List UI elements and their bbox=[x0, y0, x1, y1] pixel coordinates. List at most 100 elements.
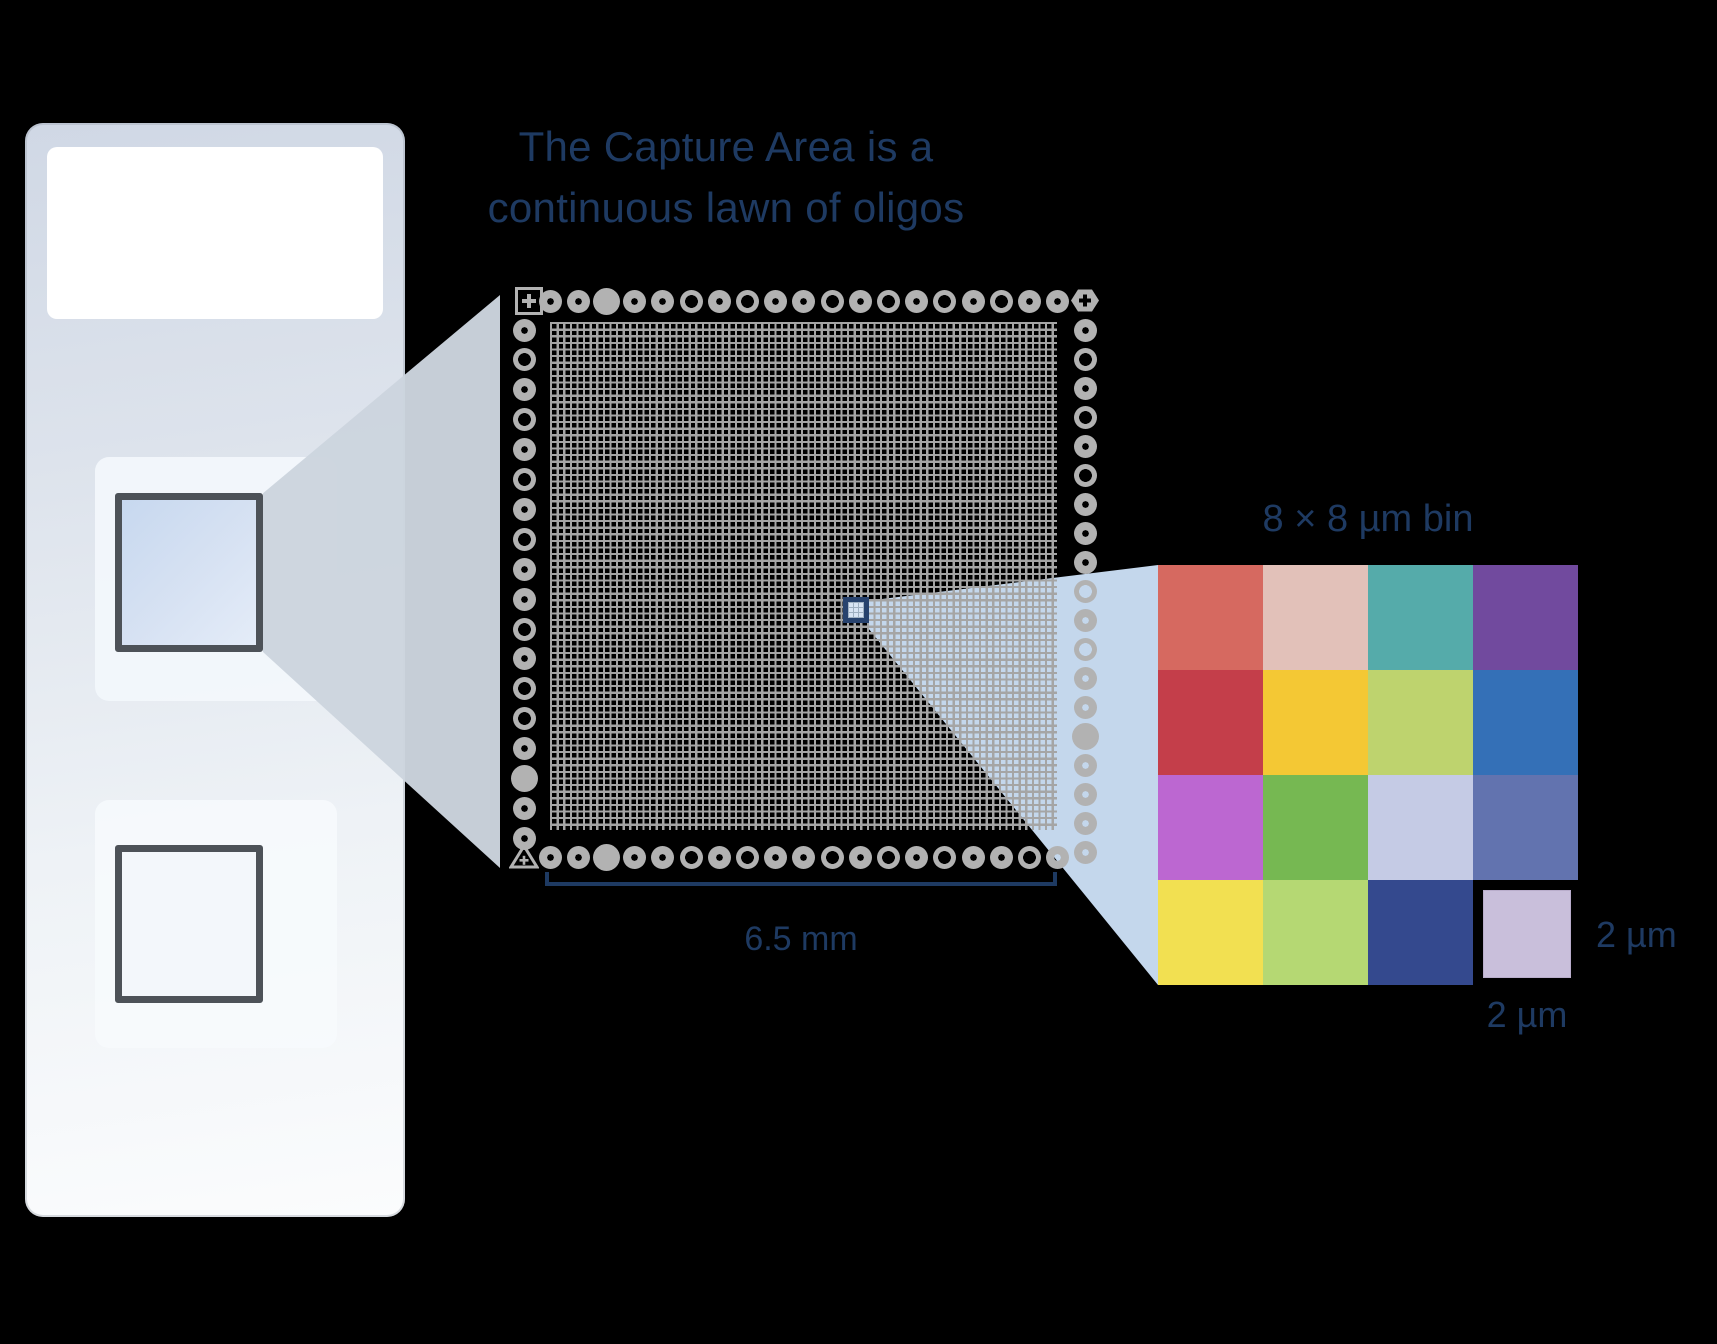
fiducial-dot-icon bbox=[707, 289, 731, 313]
fiducial-dot-icon bbox=[1073, 434, 1097, 458]
fiducial-dot-icon bbox=[1073, 840, 1097, 864]
title-line-1: The Capture Area is a bbox=[518, 123, 934, 170]
fiducial-ring-icon bbox=[735, 845, 759, 869]
fiducial-dot-icon bbox=[792, 289, 816, 313]
bin-cell bbox=[1368, 880, 1473, 985]
fiducial-dot-icon bbox=[1073, 753, 1097, 777]
fiducial-dot-icon bbox=[1017, 289, 1041, 313]
fiducial-dot-icon bbox=[512, 647, 536, 671]
fiducial-ring-icon bbox=[1073, 637, 1097, 661]
fiducial-ring-icon bbox=[820, 845, 844, 869]
fiducial-ring-icon bbox=[512, 677, 536, 701]
fiducial-dot-icon bbox=[1073, 550, 1097, 574]
fiducial-dot-icon bbox=[961, 289, 985, 313]
bin-cell bbox=[1158, 775, 1263, 880]
fiducial-dot-icon bbox=[538, 289, 562, 313]
fiducial-ring-icon bbox=[512, 408, 536, 432]
pixel-square-2um bbox=[1483, 890, 1571, 978]
fiducial-ring-icon bbox=[735, 289, 759, 313]
slide-label-area bbox=[47, 147, 383, 319]
fiducial-dot-icon bbox=[651, 289, 675, 313]
bin-cell bbox=[1368, 565, 1473, 670]
dimension-bracket bbox=[545, 872, 1057, 886]
fiducial-dot-icon bbox=[512, 318, 536, 342]
pixel-height-label: 2 µm bbox=[1596, 914, 1677, 955]
bin-cell bbox=[1368, 775, 1473, 880]
hexagon-plus-fiducial-icon bbox=[1071, 289, 1099, 312]
fiducial-dot-icon bbox=[566, 845, 590, 869]
capture-area-window bbox=[115, 845, 263, 1003]
bin-cell bbox=[1263, 565, 1368, 670]
fiducial-solid-icon bbox=[592, 843, 620, 871]
fiducial-dot-icon bbox=[566, 289, 590, 313]
bin-cell bbox=[1263, 775, 1368, 880]
fiducial-ring-icon bbox=[876, 845, 900, 869]
bin-cell bbox=[1473, 670, 1578, 775]
fiducial-dot-icon bbox=[512, 497, 536, 521]
title-line-2: continuous lawn of oligos bbox=[487, 184, 965, 231]
fiducial-dot-icon bbox=[512, 796, 536, 820]
fiducial-dot-icon bbox=[989, 845, 1013, 869]
fiducial-dot-icon bbox=[651, 845, 675, 869]
fiducial-dot-icon bbox=[792, 845, 816, 869]
bin-cell bbox=[1158, 565, 1263, 670]
fiducial-dot-icon bbox=[512, 557, 536, 581]
bin-cell bbox=[1158, 880, 1263, 985]
fiducial-ring-icon bbox=[1017, 845, 1041, 869]
fiducial-ring-icon bbox=[679, 845, 703, 869]
fiducial-ring-icon bbox=[512, 348, 536, 372]
fiducial-dot-icon bbox=[1046, 845, 1070, 869]
fiducial-dot-icon bbox=[848, 289, 872, 313]
diagram-title: The Capture Area is a continuous lawn of… bbox=[401, 116, 1051, 238]
fiducial-dot-icon bbox=[1073, 695, 1097, 719]
oligo-lawn-mesh bbox=[550, 322, 1057, 830]
fiducial-ring-icon bbox=[512, 617, 536, 641]
fiducial-ring-icon bbox=[512, 707, 536, 731]
fiducial-dot-icon bbox=[512, 587, 536, 611]
fiducial-dot-icon bbox=[1073, 666, 1097, 690]
fiducial-ring-icon bbox=[512, 527, 536, 551]
fiducial-ring-icon bbox=[876, 289, 900, 313]
fiducial-ring-icon bbox=[512, 468, 536, 491]
bin-cell bbox=[1473, 775, 1578, 880]
fiducial-dot-icon bbox=[1046, 289, 1070, 313]
fiducial-solid-icon bbox=[592, 287, 620, 315]
fiducial-ring-icon bbox=[1073, 347, 1097, 371]
bin-cell bbox=[1263, 670, 1368, 775]
fiducial-dot-icon bbox=[538, 845, 562, 869]
fiducial-dot-icon bbox=[1073, 521, 1097, 545]
fiducial-dot-icon bbox=[512, 378, 536, 402]
triangle-plus-fiducial-icon bbox=[509, 843, 539, 869]
capture-area-window-selected bbox=[115, 493, 263, 652]
fiducial-dot-icon bbox=[764, 289, 788, 313]
fiducial-dot-icon bbox=[623, 845, 647, 869]
fiducial-dot-icon bbox=[764, 845, 788, 869]
fiducial-solid-icon bbox=[1071, 722, 1099, 750]
fiducial-dot-icon bbox=[848, 845, 872, 869]
fiducial-ring-icon bbox=[820, 289, 844, 313]
fiducial-ring-icon bbox=[933, 845, 957, 869]
fiducial-dot-icon bbox=[512, 826, 536, 850]
fiducial-dot-icon bbox=[512, 438, 536, 462]
fiducial-ring-icon bbox=[989, 289, 1013, 313]
capture-area-dimension-label: 6.5 mm bbox=[744, 920, 858, 958]
fiducial-dot-icon bbox=[905, 845, 929, 869]
pixel-width-label: 2 µm bbox=[1486, 994, 1568, 1035]
fiducial-dot-icon bbox=[1073, 492, 1097, 516]
fiducial-ring-icon bbox=[1073, 579, 1097, 603]
fiducial-dot-icon bbox=[1073, 608, 1097, 632]
fiducial-dot-icon bbox=[1073, 811, 1097, 835]
bin-cell bbox=[1158, 670, 1263, 775]
fiducial-dot-icon bbox=[1073, 318, 1097, 342]
fiducial-dot-icon bbox=[623, 289, 647, 313]
fiducial-ring-icon bbox=[1073, 463, 1097, 487]
selected-bin-square bbox=[843, 597, 869, 623]
fiducial-solid-icon bbox=[510, 765, 538, 792]
bin-cell bbox=[1368, 670, 1473, 775]
bin-cell bbox=[1263, 880, 1368, 985]
bin-cell bbox=[1473, 565, 1578, 670]
fiducial-ring-icon bbox=[933, 289, 957, 313]
fiducial-dot-icon bbox=[905, 289, 929, 313]
bin-color-grid bbox=[1158, 565, 1578, 985]
